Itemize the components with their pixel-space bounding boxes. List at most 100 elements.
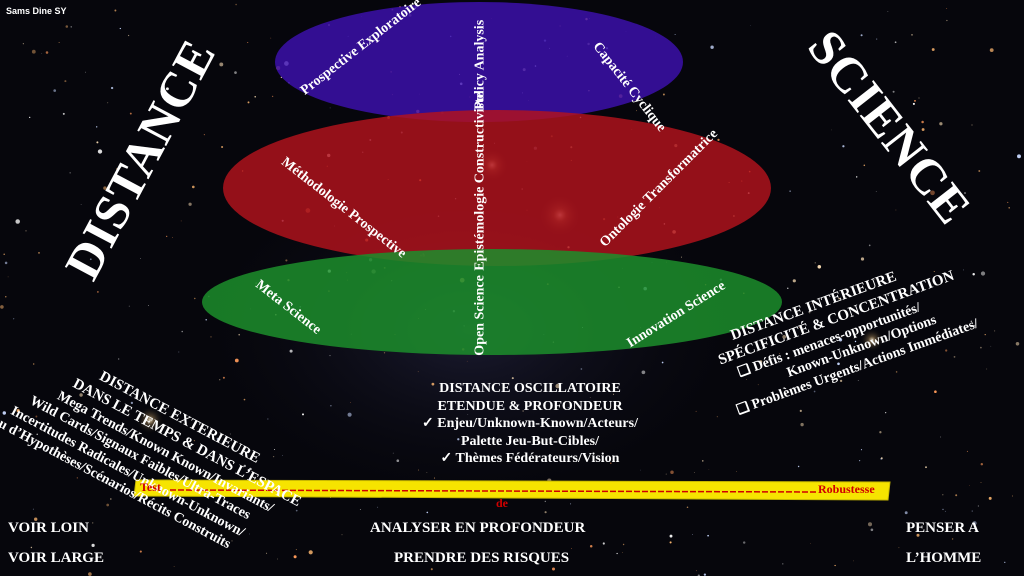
star [119, 27, 121, 30]
star [457, 438, 460, 441]
star [45, 51, 49, 54]
star [874, 279, 876, 280]
star [809, 312, 811, 314]
star [972, 273, 975, 276]
star [1011, 495, 1013, 497]
star [789, 190, 791, 192]
star [272, 455, 275, 458]
star [669, 534, 673, 538]
star [129, 112, 132, 115]
star [243, 464, 246, 468]
star [219, 379, 221, 381]
star [1004, 561, 1006, 563]
star [782, 335, 787, 339]
star [813, 360, 815, 362]
star [1015, 342, 1020, 346]
star [838, 297, 841, 300]
star [203, 134, 205, 136]
star [114, 9, 117, 12]
star [930, 190, 935, 196]
star [64, 80, 67, 83]
star [417, 371, 419, 373]
star [392, 452, 394, 454]
star [602, 542, 605, 545]
star [990, 345, 992, 347]
star [887, 10, 889, 12]
star [142, 454, 144, 456]
star [792, 279, 796, 283]
star [178, 351, 180, 353]
star [892, 90, 895, 93]
star [426, 511, 429, 514]
star [36, 433, 38, 436]
author-credit: Sams Dine SY [6, 6, 67, 16]
star [171, 236, 173, 238]
star [757, 384, 759, 386]
star [984, 333, 986, 336]
star [867, 522, 873, 527]
star [641, 370, 646, 375]
star [16, 409, 20, 413]
star [34, 517, 38, 521]
star [931, 48, 935, 51]
footer-voir-large: VOIR LARGE [8, 550, 104, 566]
star [92, 522, 94, 524]
star [148, 305, 150, 306]
star [708, 468, 710, 470]
star [0, 305, 4, 309]
star [916, 533, 920, 537]
star [934, 390, 937, 394]
star [417, 469, 419, 471]
star [58, 41, 60, 43]
star [669, 541, 672, 544]
star [22, 43, 24, 45]
star [98, 480, 100, 481]
star [779, 353, 780, 355]
star [194, 297, 196, 300]
star [4, 261, 8, 265]
star [859, 460, 861, 462]
star [222, 376, 225, 379]
star [744, 331, 746, 333]
star [636, 110, 637, 112]
star [193, 439, 196, 442]
star [695, 410, 697, 412]
star [986, 368, 988, 370]
star [876, 38, 878, 40]
star [139, 550, 142, 553]
star [552, 567, 555, 571]
star [857, 380, 859, 381]
star [277, 558, 278, 560]
label-open-science: Open Science [472, 275, 488, 356]
star [234, 71, 237, 74]
star [295, 549, 297, 551]
star [665, 473, 667, 475]
star [942, 494, 944, 496]
star [854, 340, 857, 343]
star [906, 124, 909, 128]
star [433, 477, 436, 479]
footer-l-homme: L’HOMME [906, 550, 982, 566]
star [661, 361, 664, 364]
star [188, 202, 192, 206]
star [165, 87, 169, 91]
star [613, 393, 615, 395]
star [522, 410, 524, 412]
star [894, 41, 897, 44]
star [330, 405, 332, 407]
star [267, 418, 269, 420]
star [921, 128, 925, 131]
star [254, 95, 256, 98]
star [308, 550, 313, 555]
star [5, 296, 7, 298]
star [29, 116, 31, 119]
star [97, 149, 103, 154]
star [797, 465, 800, 468]
star [91, 543, 95, 548]
star [69, 172, 71, 174]
star [856, 176, 858, 178]
star [912, 102, 915, 105]
star [870, 528, 874, 532]
star [234, 358, 239, 363]
